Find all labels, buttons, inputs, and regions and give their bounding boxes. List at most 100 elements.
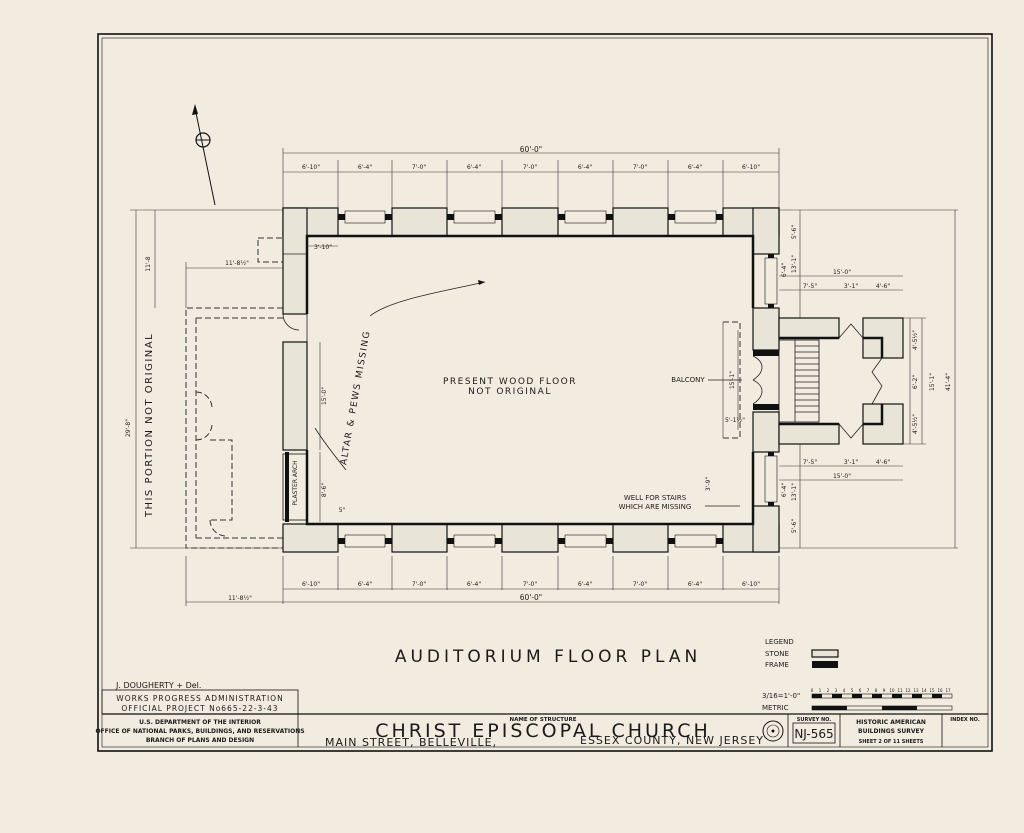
- not-original-note: THIS PORTION NOT ORIGINAL: [144, 333, 155, 518]
- scale-tick-label: 7: [867, 688, 870, 693]
- structure-name: CHRIST EPISCOPAL CHURCH: [375, 720, 711, 742]
- right-top-dim: 5'-6": [791, 225, 798, 239]
- bottom-seg-4: 6'-4": [467, 581, 481, 588]
- bottom-seg-3: 7'-0": [412, 581, 426, 588]
- bottom-seg-9: 6'-10": [742, 581, 760, 588]
- tower-width-top-dim: 15'-0": [833, 269, 851, 276]
- title-block: J. DOUGHERTY + Del. WORKS PROGRESS ADMIN…: [95, 681, 988, 749]
- tower-wall-se: [778, 423, 840, 445]
- lower-side-dim: 8'-6": [321, 483, 328, 497]
- right-b-dim: 13'-1": [791, 483, 798, 501]
- habs-line-2: BUILDINGS SURVEY: [858, 728, 925, 735]
- left-top-dim: 11'-8: [145, 256, 152, 271]
- metric-label: METRIC: [762, 704, 789, 712]
- left-addition-bottom-dim: 11'-8½": [228, 595, 252, 602]
- tower-h2-dim: 6'-2": [912, 375, 919, 389]
- scale-tick-label: 4: [843, 688, 846, 693]
- top-seg-9: 6'-10": [742, 164, 760, 171]
- plan-notes: PRESENT WOOD FLOOR NOT ORIGINAL ALTAR & …: [314, 280, 742, 511]
- tower-wall-ne: [778, 317, 840, 339]
- top-seg-4: 6'-4": [467, 164, 481, 171]
- top-seg-7: 7'-0": [633, 164, 647, 171]
- tower-width-bottom-dim: 15'-0": [833, 473, 851, 480]
- right-d-dim: 6'-4": [781, 483, 788, 497]
- stone-pier-s3: [501, 523, 559, 553]
- scale-tick-label: 13: [913, 688, 919, 693]
- bottom-seg-5: 7'-0": [523, 581, 537, 588]
- address-line-1: MAIN STREET, BELLEVILLE,: [325, 736, 497, 749]
- small-dim: 5": [339, 507, 346, 514]
- top-seg-8: 6'-4": [688, 164, 702, 171]
- floor-note-2: NOT ORIGINAL: [468, 387, 552, 397]
- dept-line-2: OFFICE OF NATIONAL PARKS, BUILDINGS, AND…: [95, 728, 304, 735]
- scale-tick-label: 6: [859, 688, 862, 693]
- legend-stone-label: STONE: [765, 650, 789, 658]
- tower-e-dim: 3'-1": [844, 459, 858, 466]
- tower-h3-dim: 4'-5½": [912, 414, 919, 434]
- legend-frame-swatch: [812, 661, 838, 668]
- bottom-seg-8: 6'-4": [688, 581, 702, 588]
- outer-border: [97, 33, 993, 752]
- survey-label: SURVEY NO.: [797, 717, 831, 723]
- stone-pier-nw-side: [282, 207, 308, 315]
- delineator: J. DOUGHERTY + Del.: [115, 681, 201, 690]
- legend-stone-swatch: [811, 649, 839, 658]
- wpa-line: WORKS PROGRESS ADMINISTRATION: [116, 694, 283, 703]
- scale-tick-label: 9: [883, 688, 886, 693]
- survey-seal-icon: [762, 720, 784, 742]
- top-total-dim: 60'-0": [520, 145, 543, 154]
- tower-c-dim: 4'-6": [876, 283, 890, 290]
- stairs-note: WELL FOR STAIRS: [624, 494, 687, 502]
- stair-small-dim-2: 5'-1½": [725, 417, 745, 424]
- stone-pier-n2: [391, 207, 448, 237]
- bottom-seg-6: 6'-4": [578, 581, 592, 588]
- stone-pier-e-upper: [752, 307, 780, 351]
- bottom-total-dim: 60'-0": [520, 593, 543, 602]
- project-line: OFFICIAL PROJECT No665-22-3-43: [121, 704, 278, 713]
- bottom-seg-2: 6'-4": [358, 581, 372, 588]
- left-height-dim: 29'-8": [125, 419, 132, 437]
- stone-pier-n3: [501, 207, 559, 237]
- scale-tick-label: 14: [921, 688, 927, 693]
- arch-height-dim: 15'-0": [321, 387, 328, 405]
- dashed-addition: [185, 237, 284, 549]
- stone-pier-s2: [391, 523, 448, 553]
- scale-tick-label: 1: [819, 688, 822, 693]
- legend-title: LEGEND: [765, 638, 794, 646]
- address-line-2: ESSEX COUNTY, NEW JERSEY: [580, 734, 764, 747]
- scale-bar: 3/16=1'-0" METRIC: [762, 692, 953, 712]
- dept-line-3: BRANCH OF PLANS AND DESIGN: [146, 737, 254, 744]
- corner-inset-dim: 3'-10": [314, 244, 332, 251]
- drawing-title: AUDITORIUM FLOOR PLAN: [395, 647, 701, 667]
- scale-label: 3/16=1'-0": [762, 692, 800, 700]
- bottom-seg-1: 6'-10": [302, 581, 320, 588]
- tower-a-dim: 7'-5": [803, 283, 817, 290]
- survey-number: NJ-565: [794, 727, 833, 741]
- stone-pier-w-mid: [282, 341, 308, 451]
- legend-frame-label: FRAME: [765, 661, 789, 669]
- stair-treads: [794, 340, 819, 422]
- floor-note: PRESENT WOOD FLOOR: [443, 377, 577, 387]
- tower-f-dim: 4'-6": [876, 459, 890, 466]
- tower-h1-dim: 4'-5½": [912, 330, 919, 350]
- interior-dims: 3'-10" 15'-0" 8'-6" 5" PLASTER ARCH: [292, 244, 346, 522]
- scale-tick-label: 2: [827, 688, 830, 693]
- index-label: INDEX NO.: [950, 717, 980, 723]
- stone-pier-s4: [612, 523, 669, 553]
- stone-pier-ne-side: [752, 207, 780, 255]
- dept-line-1: U.S. DEPARTMENT OF THE INTERIOR: [139, 719, 261, 726]
- top-seg-6: 6'-4": [578, 164, 592, 171]
- altar-note: ALTAR & PEWS MISSING: [339, 329, 373, 465]
- right-total-dim: 41'-4": [945, 373, 952, 391]
- scale-tick-label: 15: [929, 688, 935, 693]
- sheet-count: SHEET 2 OF 11 SHEETS: [859, 739, 924, 745]
- top-seg-1: 6'-10": [302, 164, 320, 171]
- balcony-dim: 15'-1": [729, 371, 736, 389]
- top-seg-5: 7'-0": [523, 164, 537, 171]
- stone-pier-n4: [612, 207, 669, 237]
- top-dimensions: 60'-0" 6'-10" 6'-4" 7'-0" 6'-4" 7'-0" 6'…: [282, 145, 780, 208]
- scale-tick-label: 17: [945, 688, 951, 693]
- tower: 15'-1" 3'-9" 5'-1½": [705, 317, 904, 491]
